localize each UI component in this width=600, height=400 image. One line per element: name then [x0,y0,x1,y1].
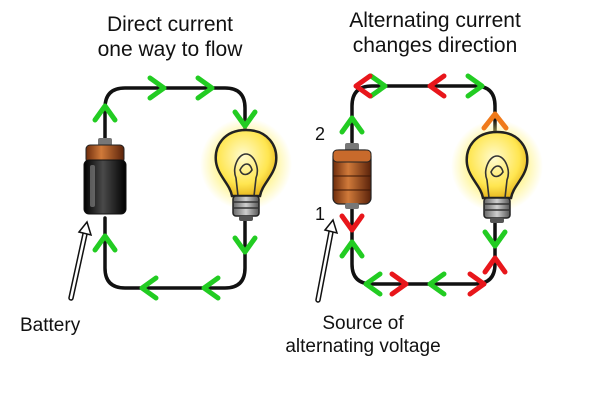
ac-source-label-line1: Source of [322,313,404,334]
flow-arrow-icon [389,271,409,297]
pointer-arrow-icon [68,220,93,301]
dc-title-line2: one way to flow [97,38,243,61]
flow-arrow-icon [92,233,118,253]
flow-arrow-icon [363,271,383,297]
ac-title-line1: Alternating current [349,9,521,32]
flow-arrow-icon [232,235,258,255]
flow-arrow-icon [482,229,508,249]
flow-arrow-icon [465,73,485,99]
flow-arrow-icon [427,271,447,297]
flow-arrow-icon [232,109,258,129]
dc-title-line1: Direct current [106,13,234,36]
flow-arrow-icon [139,275,159,301]
ac-source-label: Source of alternating voltage [258,312,468,358]
ac-title: Alternating current changes direction [330,8,540,58]
ac-wire [350,84,497,286]
flow-arrow-icon [201,275,221,301]
terminal-1-label: 1 [314,204,325,224]
light-bulb-icon [200,118,292,221]
pointer-arrow-icon [315,218,339,303]
flow-arrow-icon [481,111,509,131]
flow-arrow-icon [368,73,388,99]
ac-title-line2: changes direction [352,34,518,57]
flow-arrow-icon [147,75,167,101]
flow-arrow-icon [427,73,447,99]
flow-arrow-icon [339,239,365,259]
terminal-2-label: 2 [314,124,325,144]
dc-wire [103,86,247,290]
ac-source-icon [332,143,372,209]
flow-arrow-icon [353,73,373,99]
flow-arrow-icon [467,271,487,297]
flow-arrow-icon [339,115,365,135]
light-bulb-icon [451,120,543,223]
flow-arrow-icon [339,213,365,233]
flow-arrow-icon [482,255,508,275]
dc-title: Direct current one way to flow [70,12,270,62]
ac-circuit [315,73,543,303]
battery-label: Battery [20,315,81,336]
dc-circuit [68,75,292,301]
ac-source-label-line2: alternating voltage [285,336,441,357]
flow-arrow-icon [195,75,215,101]
battery-icon [83,138,127,215]
flow-arrow-icon [92,103,118,123]
